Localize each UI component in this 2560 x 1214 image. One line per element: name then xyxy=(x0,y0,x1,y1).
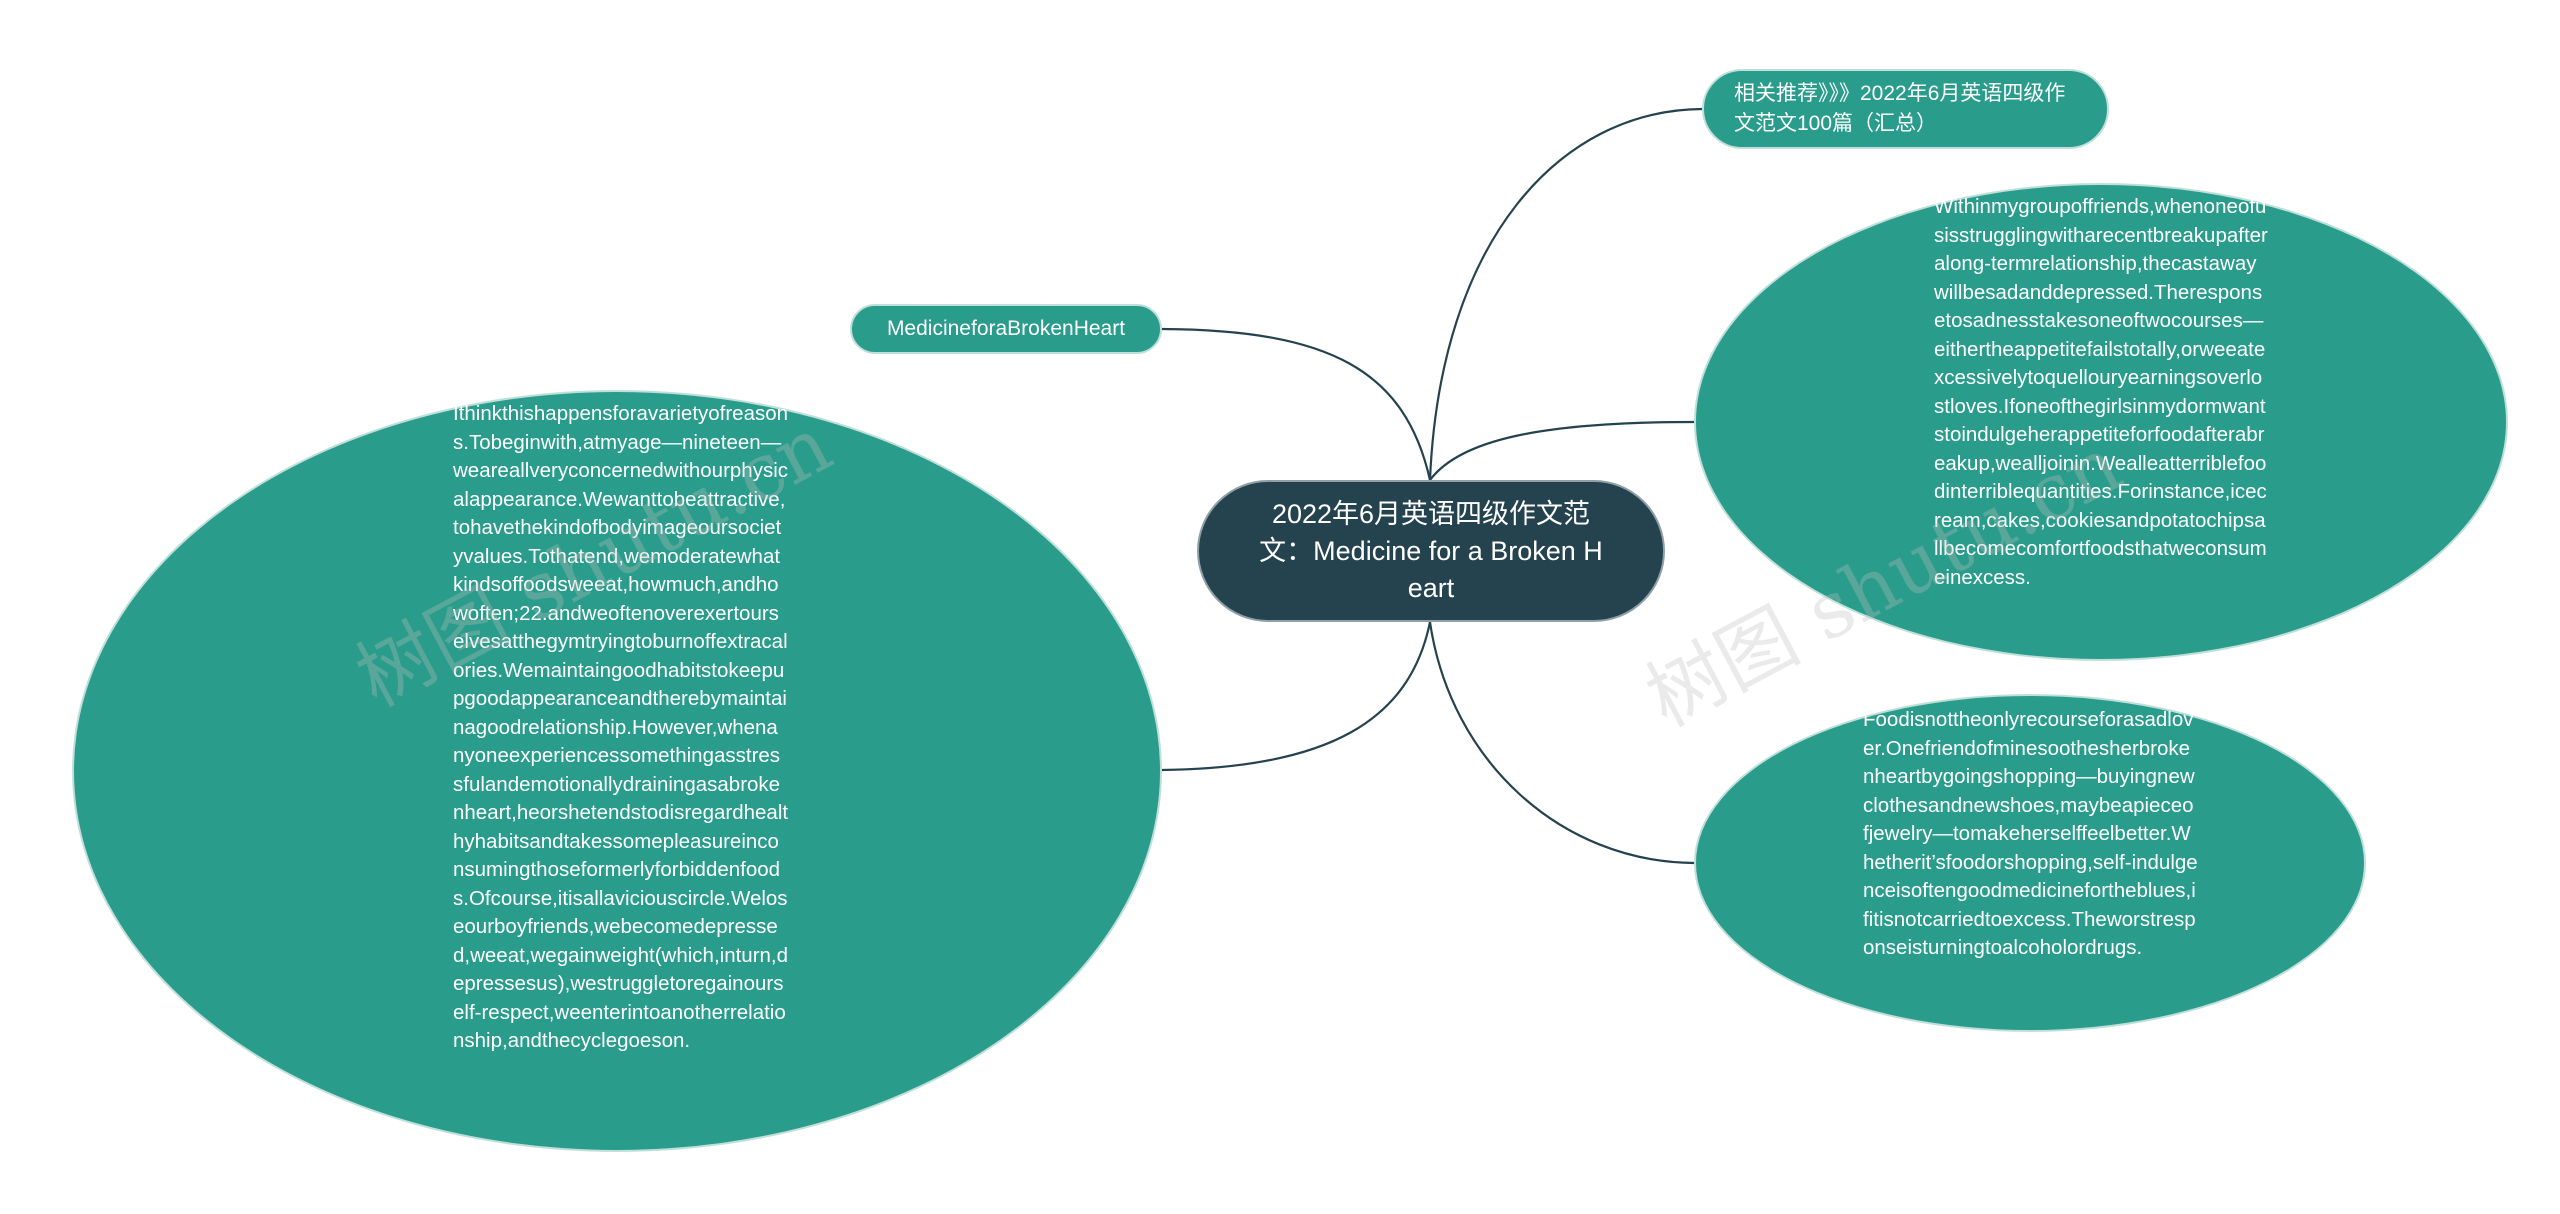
paragraph1-text: Ithinkthishappensforavarietyofreasons.To… xyxy=(453,402,789,1052)
paragraph2-node[interactable]: Withinmygroupoffriends,whenoneofusisstru… xyxy=(1694,183,2508,661)
title-node[interactable]: MedicineforaBrokenHeart xyxy=(850,304,1162,354)
paragraph3-text: Foodisnottheonlyrecourseforasadlover.One… xyxy=(1863,708,2198,959)
root-label: 2022年6月英语四级作文范文：Medicine for a Broken He… xyxy=(1259,498,1603,603)
recommend-label: 相关推荐》》》2022年6月英语四级作文范文100篇（汇总） xyxy=(1734,82,2066,135)
root-node[interactable]: 2022年6月英语四级作文范文：Medicine for a Broken He… xyxy=(1197,480,1665,622)
edge-root-to-paragraph1 xyxy=(1161,621,1432,772)
edge-root-to-recommend xyxy=(1428,107,1703,481)
edge-root-to-paragraph3 xyxy=(1428,621,1695,865)
recommend-node[interactable]: 相关推荐》》》2022年6月英语四级作文范文100篇（汇总） xyxy=(1702,69,2109,149)
paragraph2-text: Withinmygroupoffriends,whenoneofusisstru… xyxy=(1934,195,2268,589)
title-label: MedicineforaBrokenHeart xyxy=(886,317,1126,340)
edge-root-to-paragraph2 xyxy=(1429,420,1695,481)
edge-root-to-title xyxy=(1161,327,1432,481)
paragraph1-node[interactable]: Ithinkthishappensforavarietyofreasons.To… xyxy=(72,390,1162,1152)
paragraph3-node[interactable]: Foodisnottheonlyrecourseforasadlover.One… xyxy=(1694,694,2366,1032)
